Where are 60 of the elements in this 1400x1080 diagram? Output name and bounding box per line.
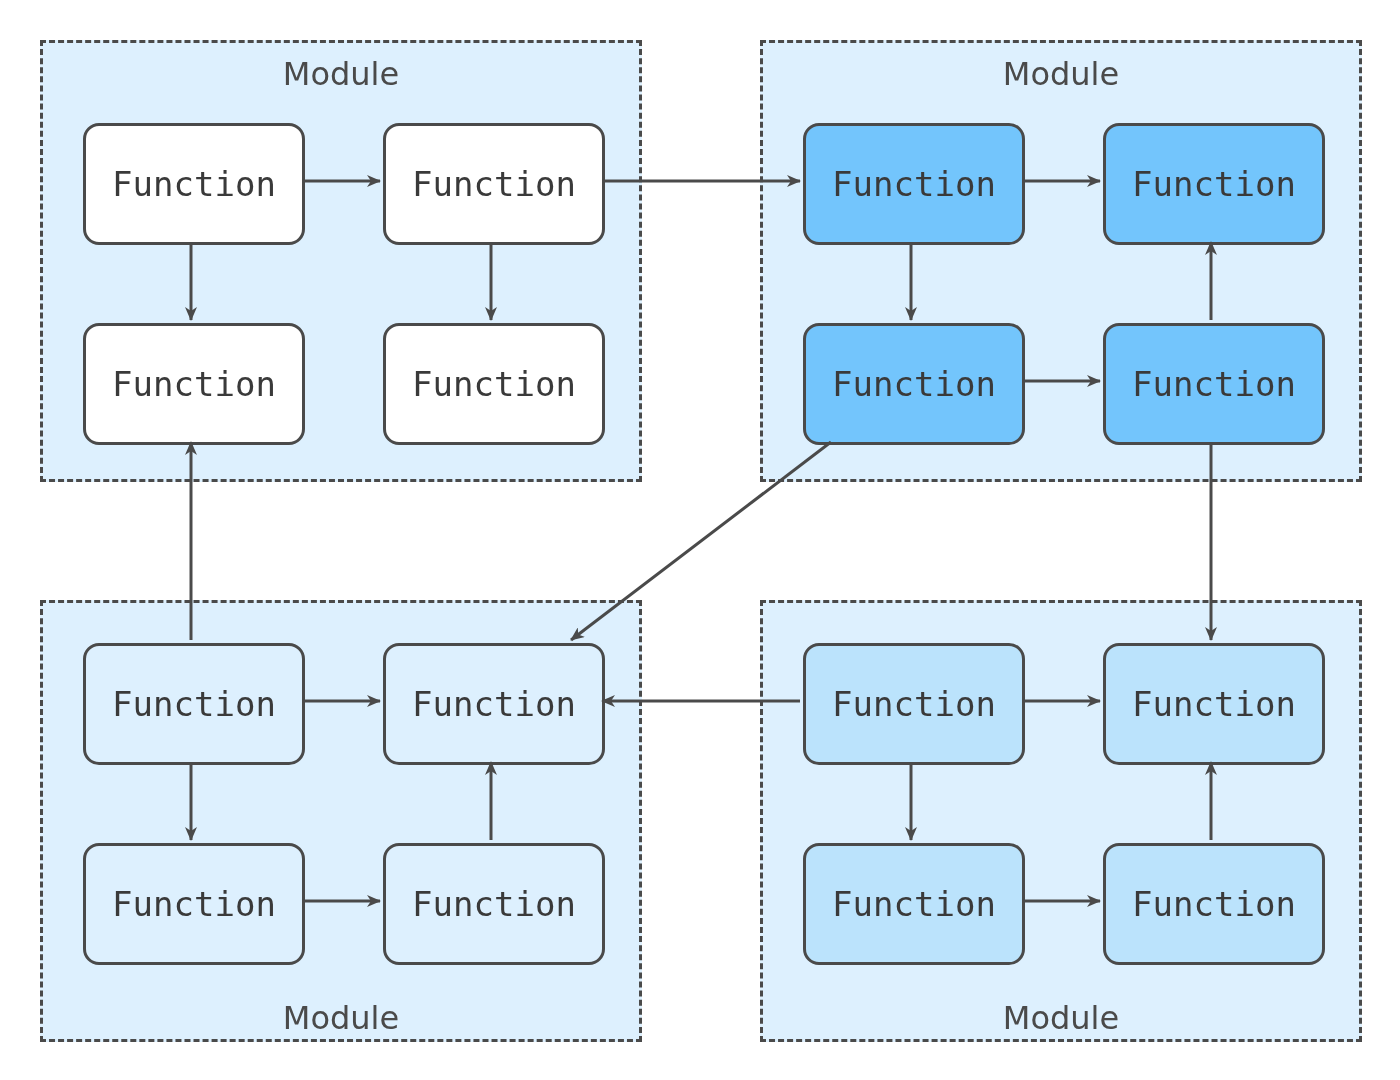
arrow [302,175,381,187]
function-label: Function [412,884,576,924]
module-container [760,600,1362,1042]
function-box [803,323,1025,445]
module-title: Module [281,999,401,1037]
arrow [602,175,801,187]
function-box [383,843,605,965]
function-box [1103,843,1325,965]
function-label: Function [112,684,276,724]
function-label: Function [412,164,576,204]
arrow [185,441,197,640]
arrow [1205,442,1217,641]
function-box [83,843,305,965]
function-label: Function [412,364,576,404]
module-container [40,40,642,482]
arrow [485,242,497,321]
function-label: Function [1132,884,1296,924]
arrow [905,242,917,321]
arrow [485,761,497,840]
function-label: Function [832,884,996,924]
module-title: Module [1001,999,1121,1037]
function-box [83,323,305,445]
module-container [40,600,642,1042]
arrow [601,695,800,707]
function-box [383,323,605,445]
arrow [1205,241,1217,320]
arrow [570,440,832,642]
arrow [185,762,197,841]
arrow [185,242,197,321]
function-box [83,123,305,245]
function-label: Function [1132,364,1296,404]
function-box [1103,643,1325,765]
function-label: Function [112,364,276,404]
arrow [1022,895,1101,907]
function-label: Function [1132,164,1296,204]
function-label: Function [832,164,996,204]
arrow [1205,761,1217,840]
function-label: Function [112,164,276,204]
arrow [302,695,381,707]
module-title: Module [1001,55,1121,93]
function-label: Function [112,884,276,924]
function-box [1103,123,1325,245]
module-title: Module [281,55,401,93]
function-box [83,643,305,765]
arrow [905,762,917,841]
function-box [803,123,1025,245]
function-box [383,643,605,765]
function-box [803,643,1025,765]
arrow [302,895,381,907]
function-label: Function [832,684,996,724]
function-box [803,843,1025,965]
function-box [383,123,605,245]
function-box [1103,323,1325,445]
function-label: Function [1132,684,1296,724]
arrow [1022,695,1101,707]
function-label: Function [832,364,996,404]
function-label: Function [412,684,576,724]
module-container [760,40,1362,482]
arrow [1022,175,1101,187]
arrow [1022,375,1101,387]
